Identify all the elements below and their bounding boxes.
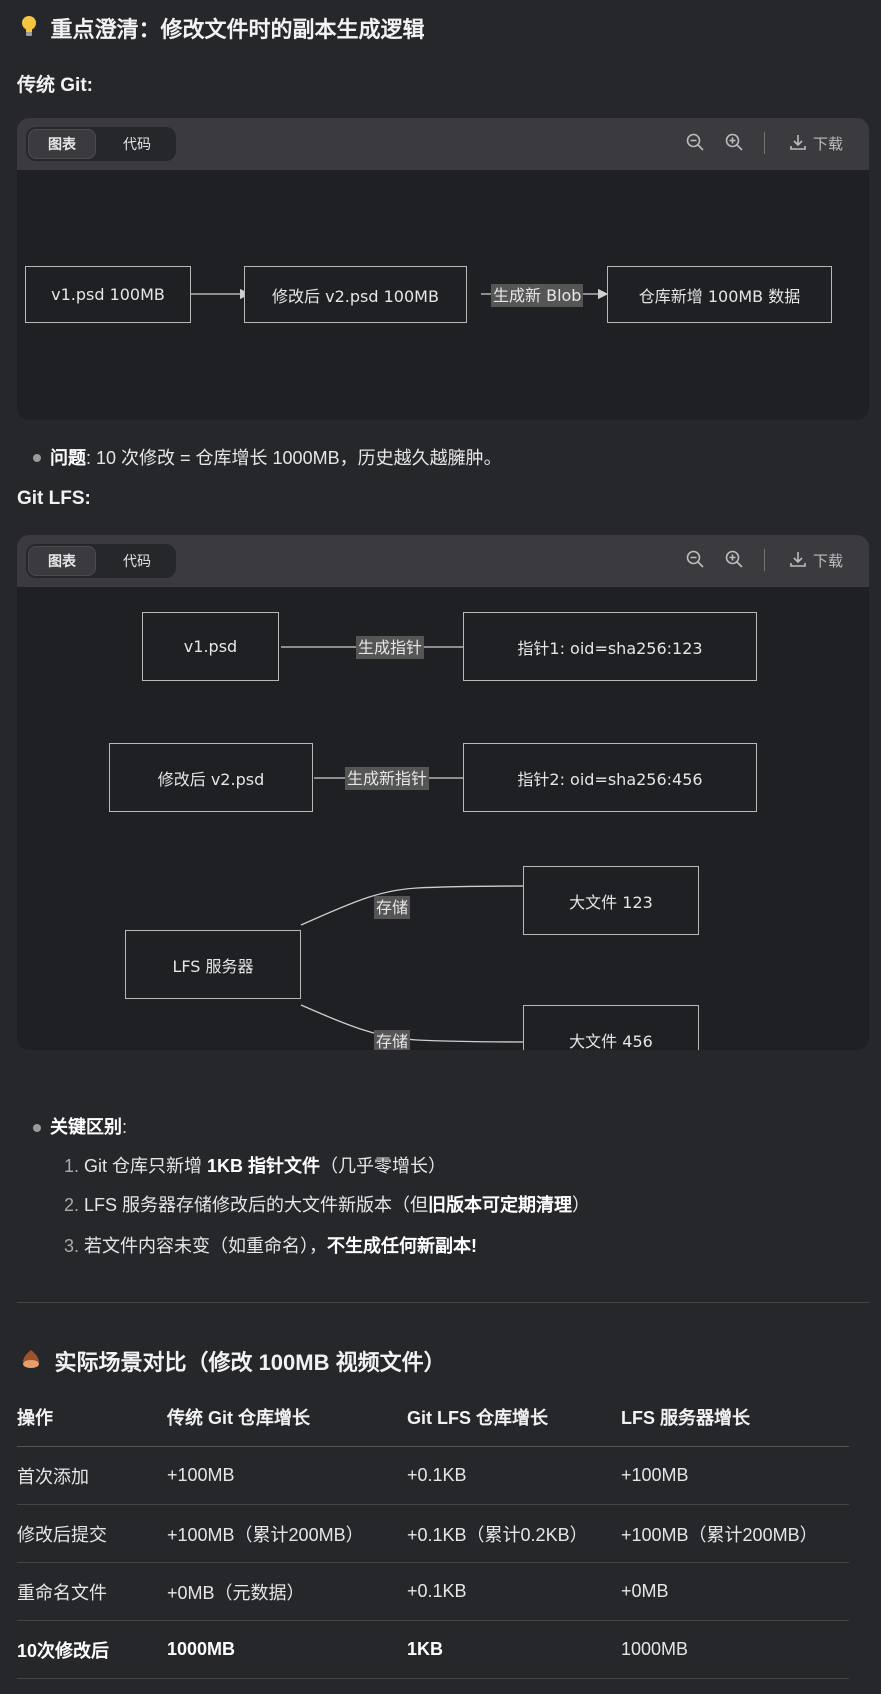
problem-label: 问题 <box>50 448 86 468</box>
comparison-table: 操作 传统 Git 仓库增长 Git LFS 仓库增长 LFS 服务器增长 首次… <box>17 1388 849 1679</box>
toolbar-separator <box>764 132 765 154</box>
section-title-clarification: 重点澄清：修改文件时的副本生成逻辑 <box>20 12 424 44</box>
bullet-dot <box>33 1124 41 1132</box>
table-header: LFS 服务器增长 <box>621 1388 849 1447</box>
node-repo-new-data: 仓库新增 100MB 数据 <box>607 266 832 323</box>
lfs-diagram-card: 图表 代码 下载 v1.psd 指针1: oid=sha256:123 修改后 … <box>17 535 869 1050</box>
table-cell: +0MB（元数据） <box>167 1562 407 1621</box>
view-toggle: 图表 代码 <box>26 127 176 161</box>
download-icon[interactable] <box>788 549 812 573</box>
problem-text: : 10 次修改 = 仓库增长 1000MB，历史越久越臃肿。 <box>86 448 502 468</box>
table-cell: +0.1KB <box>407 1562 621 1621</box>
download-button[interactable]: 下载 <box>813 553 844 570</box>
table-row: 重命名文件 +0MB（元数据） +0.1KB +0MB <box>17 1562 849 1621</box>
table-cell: 1000MB <box>621 1620 849 1679</box>
list-bold: 不生成任何新副本! <box>327 1236 478 1256</box>
diagram-toolbar: 图表 代码 下载 <box>17 118 869 170</box>
table-cell: 1KB <box>407 1620 621 1679</box>
table-cell: +100MB（累计200MB） <box>621 1504 849 1563</box>
download-button[interactable]: 下载 <box>813 136 844 153</box>
table-cell: 首次添加 <box>17 1446 167 1505</box>
key-diff-heading: 关键区别: <box>50 1113 127 1139</box>
list-number: 3. <box>64 1236 80 1256</box>
tab-chart[interactable]: 图表 <box>28 129 96 159</box>
table-header-row: 操作 传统 Git 仓库增长 Git LFS 仓库增长 LFS 服务器增长 <box>17 1388 849 1447</box>
list-bold: 旧版本可定期清理 <box>428 1195 573 1215</box>
zoom-in-icon[interactable] <box>724 549 748 573</box>
table-row: 首次添加 +100MB +0.1KB +100MB <box>17 1446 849 1505</box>
lightbulb-icon <box>20 14 38 43</box>
zoom-out-icon[interactable] <box>685 549 709 573</box>
table-header: 传统 Git 仓库增长 <box>167 1388 407 1447</box>
problem-bullet: 问题: 10 次修改 = 仓库增长 1000MB，历史越久越臃肿。 <box>50 444 502 470</box>
section-title-text: 重点澄清：修改文件时的副本生成逻辑 <box>50 17 425 42</box>
zoom-in-icon[interactable] <box>724 132 748 156</box>
list-text: ） <box>572 1195 591 1215</box>
node-v2-psd: 修改后 v2.psd <box>109 743 313 812</box>
git-heading: 传统 Git: <box>17 75 93 96</box>
git-diagram-card: 图表 代码 下载 v1.psd 100MB 修改后 v2.psd 100MB 仓… <box>17 118 869 420</box>
node-v2-psd: 修改后 v2.psd 100MB <box>244 266 467 323</box>
edge-label-new-blob: 生成新 Blob <box>491 284 584 307</box>
node-big-file-456: 大文件 456 <box>523 1005 699 1050</box>
download-icon[interactable] <box>788 132 812 156</box>
node-pointer-1: 指针1: oid=sha256:123 <box>463 612 757 681</box>
list-number: 1. <box>64 1156 80 1176</box>
node-v1-psd: v1.psd 100MB <box>25 266 191 323</box>
list-bold: 1KB 指针文件 <box>207 1156 321 1176</box>
table-cell: 修改后提交 <box>17 1504 167 1563</box>
list-number: 2. <box>64 1195 80 1215</box>
view-toggle: 图表 代码 <box>26 544 176 578</box>
list-text: （几乎零增长） <box>320 1156 447 1176</box>
table-cell: +100MB <box>167 1446 407 1505</box>
table-cell: +0MB <box>621 1562 849 1621</box>
list-text: Git 仓库只新增 <box>84 1156 208 1176</box>
node-v1-psd: v1.psd <box>142 612 279 681</box>
node-lfs-server: LFS 服务器 <box>125 930 301 999</box>
toolbar-separator <box>764 549 765 571</box>
node-pointer-2: 指针2: oid=sha256:456 <box>463 743 757 812</box>
table-row: 10次修改后 1000MB 1KB 1000MB <box>17 1620 849 1679</box>
tab-code[interactable]: 代码 <box>123 553 151 569</box>
key-diff-colon: : <box>122 1117 128 1137</box>
edge-label-store: 存储 <box>374 1030 411 1050</box>
edge-label-gen-new-pointer: 生成新指针 <box>345 767 430 790</box>
list-text: LFS 服务器存储修改后的大文件新版本（但 <box>84 1195 429 1215</box>
tab-code[interactable]: 代码 <box>123 136 151 152</box>
section-title-comparison: 实际场景对比（修改 100MB 视频文件） <box>20 1345 446 1377</box>
edge-label-gen-pointer: 生成指针 <box>356 636 425 659</box>
list-item: 3. 若文件内容未变（如重命名），不生成任何新副本! <box>64 1232 477 1258</box>
table-cell: +100MB（累计200MB） <box>167 1504 407 1563</box>
table-cell: +100MB <box>621 1446 849 1505</box>
edge-label-store: 存储 <box>374 896 411 919</box>
table-row: 修改后提交 +100MB（累计200MB） +0.1KB（累计0.2KB） +1… <box>17 1504 849 1563</box>
list-item: 1. Git 仓库只新增 1KB 指针文件（几乎零增长） <box>64 1152 446 1178</box>
bullet-dot <box>33 454 41 462</box>
table-cell: 1000MB <box>167 1620 407 1679</box>
diagram-toolbar: 图表 代码 下载 <box>17 535 869 587</box>
list-item: 2. LFS 服务器存储修改后的大文件新版本（但旧版本可定期清理） <box>64 1191 590 1217</box>
table-cell: 10次修改后 <box>17 1620 167 1679</box>
table-header: Git LFS 仓库增长 <box>407 1388 621 1447</box>
table-header: 操作 <box>17 1388 167 1447</box>
divider <box>17 1302 869 1303</box>
chestnut-icon <box>20 1348 42 1375</box>
section-title-text: 实际场景对比（修改 100MB 视频文件） <box>54 1350 446 1375</box>
key-diff-label: 关键区别 <box>50 1117 122 1137</box>
list-text: 若文件内容未变（如重命名）， <box>84 1236 328 1256</box>
node-big-file-123: 大文件 123 <box>523 866 699 935</box>
tab-chart[interactable]: 图表 <box>28 546 96 576</box>
table-cell: +0.1KB（累计0.2KB） <box>407 1504 621 1563</box>
zoom-out-icon[interactable] <box>685 132 709 156</box>
lfs-heading: Git LFS: <box>17 488 91 509</box>
table-cell: +0.1KB <box>407 1446 621 1505</box>
table-cell: 重命名文件 <box>17 1562 167 1621</box>
